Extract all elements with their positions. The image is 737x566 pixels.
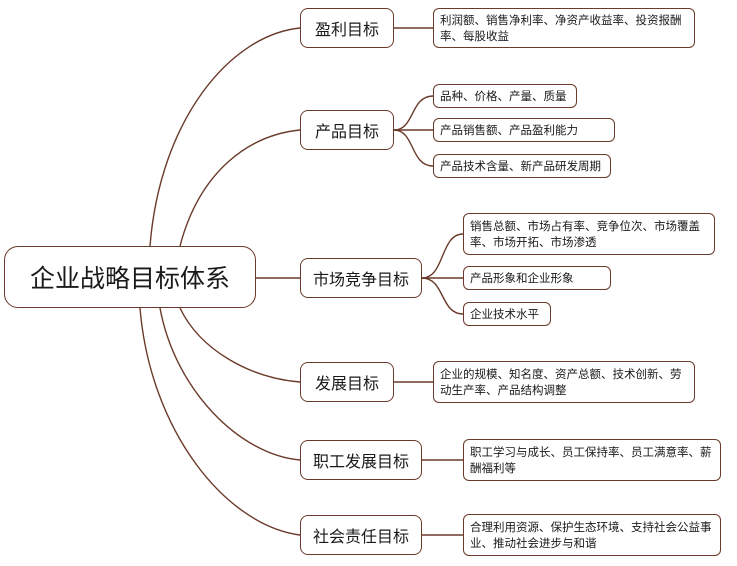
category-social-responsibility: 社会责任目标 (300, 515, 422, 555)
leaf-staff-metrics: 职工学习与成长、员工保持率、员工满意率、薪酬福利等 (463, 439, 721, 481)
connector-market-leaf-1 (421, 233, 464, 279)
leaf-product-variety: 品种、价格、产量、质量 (433, 84, 577, 108)
category-market: 市场竞争目标 (300, 258, 422, 298)
connector-root-staff (159, 307, 301, 461)
leaf-social-metrics: 合理利用资源、保护生态环境、支持社会公益事业、推动社会进步与和谐 (463, 514, 721, 556)
connector-market-leaf-3 (421, 277, 464, 315)
connector-product-leaf-1 (393, 95, 434, 131)
connector-root-social (139, 307, 301, 536)
leaf-profit-metrics: 利润额、销售净利率、净资产收益率、投资报酬率、每股收益 (433, 8, 695, 48)
category-profit: 盈利目标 (300, 8, 394, 48)
connector-root-product (179, 129, 301, 247)
connector-product-leaf-3 (393, 129, 434, 167)
category-development: 发展目标 (300, 362, 394, 402)
leaf-product-technology: 产品技术含量、新产品研发周期 (433, 154, 611, 178)
root-node: 企业战略目标体系 (4, 246, 256, 308)
leaf-product-sales: 产品销售额、产品盈利能力 (433, 118, 615, 142)
leaf-market-technology: 企业技术水平 (463, 302, 551, 326)
category-product: 产品目标 (300, 110, 394, 150)
connector-root-development (179, 307, 301, 383)
leaf-market-image: 产品形象和企业形象 (463, 266, 611, 290)
leaf-market-sales: 销售总额、市场占有率、竞争位次、市场覆盖率、市场开拓、市场渗透 (463, 213, 715, 255)
connector-root-profit (149, 27, 301, 247)
category-staff-development: 职工发展目标 (300, 440, 422, 480)
leaf-development-metrics: 企业的规模、知名度、资产总额、技术创新、劳动生产率、产品结构调整 (433, 361, 695, 403)
